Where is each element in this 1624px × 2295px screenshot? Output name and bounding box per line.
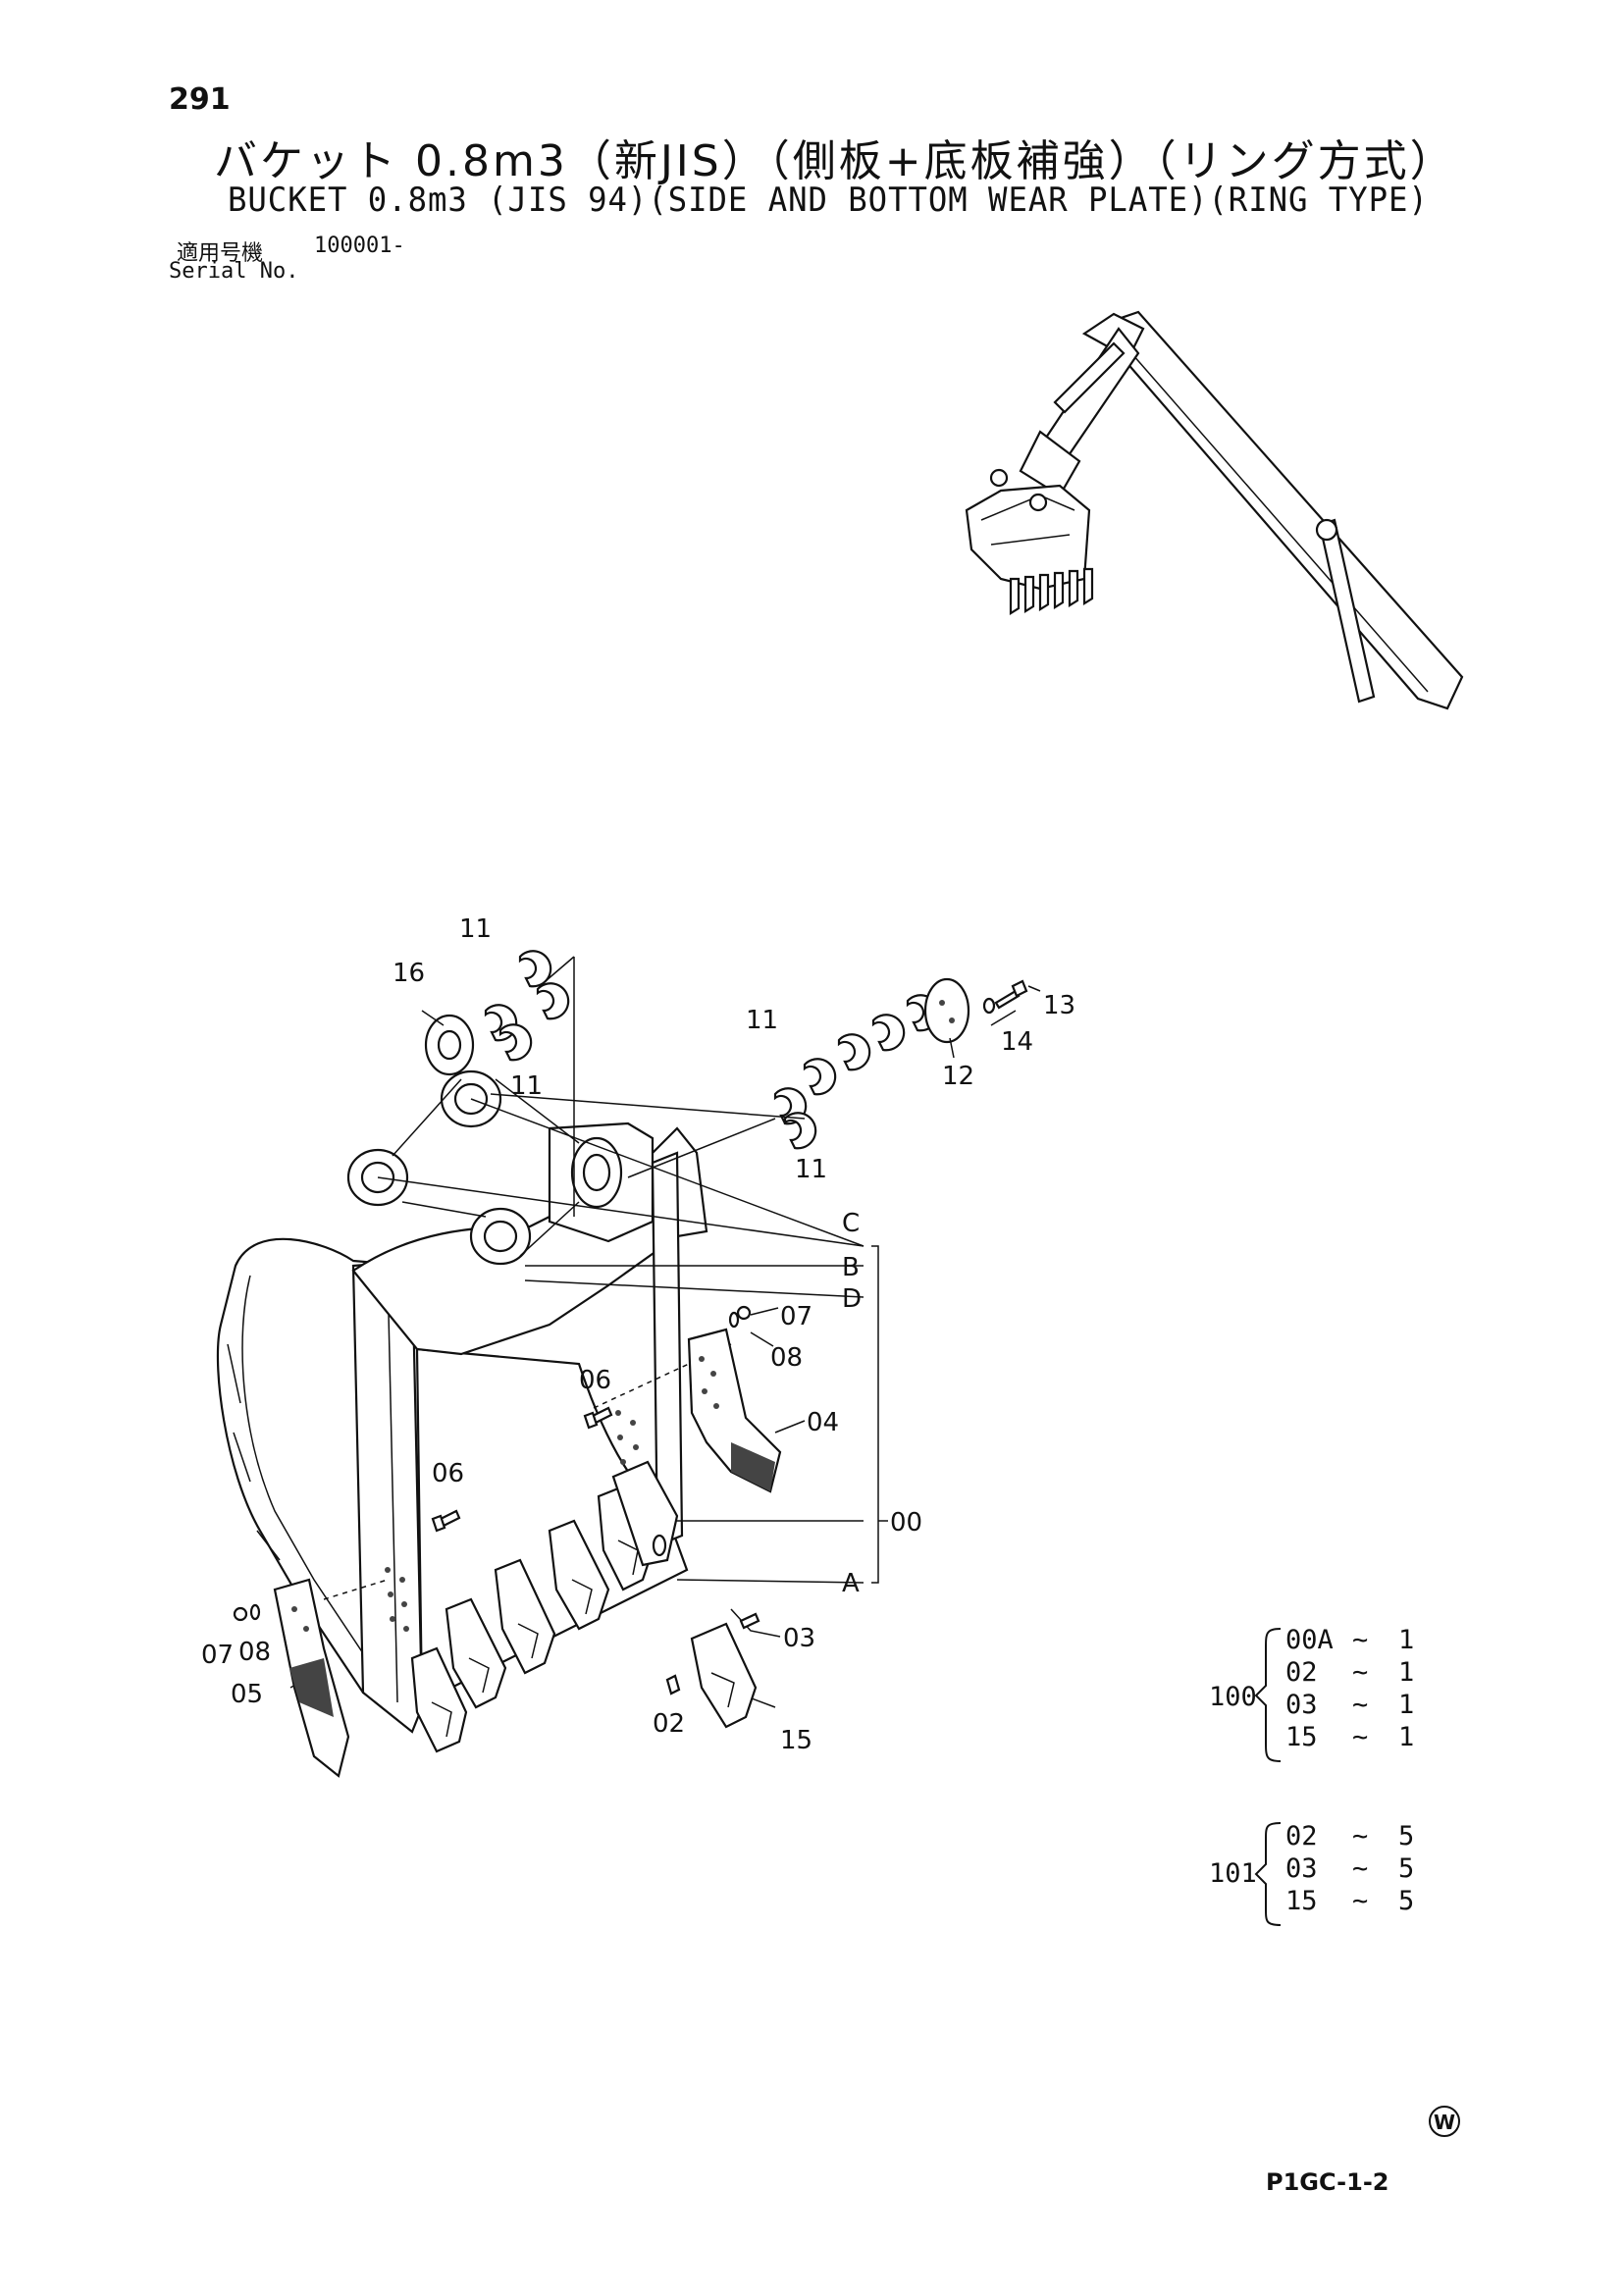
part-13-bolt (994, 979, 1028, 1010)
part-15-tooth-point (690, 1622, 758, 1729)
bucket-teeth (410, 1460, 679, 1753)
kit-tilde: ~ (1352, 1821, 1368, 1852)
callout-11: 11 (459, 914, 492, 944)
part-02-lock (665, 1674, 681, 1695)
kit-qty: 1 (1398, 1690, 1414, 1720)
callout-06: 06 (432, 1459, 464, 1488)
kit-number: 101 (1209, 1858, 1257, 1889)
callout-15: 15 (780, 1726, 812, 1755)
w-mark-letter: W (1434, 2111, 1455, 2134)
callout-C: C (842, 1209, 860, 1238)
tooth-adapter (611, 1460, 679, 1567)
part-06-bolt-lower (431, 1509, 461, 1533)
kit-part: 03 (1285, 1690, 1318, 1720)
kit-101: 101 02 ~ 5 03 ~ 5 15 ~ 5 (1209, 1821, 1414, 1926)
part-04-side-wear-plate (687, 1328, 782, 1493)
page-code: P1GC-1-2 (1266, 2168, 1389, 2196)
part-11-rings-upper (484, 950, 570, 1062)
kit-100: 100 00A ~ 1 02 ~ 1 03 ~ 1 15 ~ 1 (1209, 1625, 1414, 1762)
kit-part: 02 (1285, 1821, 1318, 1852)
kit-number: 100 (1209, 1682, 1257, 1712)
kit-tilde: ~ (1352, 1722, 1368, 1752)
callout-A: A (842, 1569, 860, 1598)
kit-part: 03 (1285, 1853, 1318, 1884)
callout-B: B (842, 1253, 860, 1282)
part-03-pin (739, 1612, 760, 1630)
kit-qty: 1 (1398, 1657, 1414, 1688)
part-06-bolt-upper (583, 1406, 613, 1430)
excavator-overview-illustration (965, 310, 1464, 710)
kit-part: 15 (1285, 1722, 1318, 1752)
leader-lines (289, 956, 1041, 1708)
kit-part: 02 (1285, 1657, 1318, 1688)
part-08-washer-upper (728, 1311, 740, 1329)
overview-bucket-teeth (1009, 567, 1094, 615)
kit-qty: 1 (1398, 1722, 1414, 1752)
title-english: BUCKET 0.8m3 (JIS 94)(SIDE AND BOTTOM WE… (228, 181, 1429, 220)
callout-04: 04 (807, 1408, 839, 1437)
kit-qty: 1 (1398, 1625, 1414, 1655)
kit-qty: 5 (1398, 1821, 1414, 1852)
callout-03: 03 (783, 1624, 815, 1653)
tooth (494, 1558, 556, 1675)
serial-label-japanese: 適用号機 (177, 241, 264, 266)
callout-D: D (842, 1284, 862, 1314)
callout-13: 13 (1043, 991, 1075, 1020)
kit-tilde: ~ (1352, 1690, 1368, 1720)
part-05-side-wear-plate (273, 1578, 350, 1778)
title-japanese: バケット 0.8m3（新JIS）（側板+底板補強）（リング方式） (214, 136, 1456, 186)
callout-12: 12 (942, 1062, 974, 1091)
kit-tilde: ~ (1352, 1657, 1368, 1688)
callout-14: 14 (1001, 1027, 1033, 1057)
kit-tilde: ~ (1352, 1886, 1368, 1916)
page-number: 291 (169, 82, 231, 117)
kit-tilde: ~ (1352, 1625, 1368, 1655)
part-08-washer-lower (249, 1603, 261, 1621)
callout-05: 05 (231, 1680, 263, 1709)
part-07-nut-upper (736, 1305, 752, 1321)
tooth (410, 1646, 468, 1753)
serial-number-value: 100001- (314, 234, 405, 258)
serial-label-english: Serial No. (169, 259, 299, 284)
part-14-washer (982, 997, 996, 1015)
kit-part: 15 (1285, 1886, 1318, 1916)
callout-07: 07 (780, 1302, 812, 1331)
kit-qty: 5 (1398, 1853, 1414, 1884)
w-mark: W (1429, 2106, 1460, 2137)
callout-07: 07 (201, 1641, 234, 1670)
tooth (445, 1597, 507, 1709)
part-11-rings-right (773, 994, 940, 1150)
callout-08: 08 (770, 1343, 803, 1373)
tooth (548, 1519, 610, 1631)
callout-11: 11 (795, 1155, 827, 1184)
part-12-plate (923, 977, 970, 1044)
part-07-nut-lower (233, 1606, 248, 1622)
kit-part: 00A (1285, 1625, 1334, 1655)
callout-16: 16 (393, 959, 425, 988)
kit-tilde: ~ (1352, 1853, 1368, 1884)
callout-08: 08 (238, 1638, 271, 1667)
callout-02: 02 (653, 1709, 685, 1739)
kit-qty: 5 (1398, 1886, 1414, 1916)
callout-11: 11 (746, 1006, 778, 1035)
part-16-plate (424, 1014, 475, 1076)
callout-06: 06 (579, 1366, 611, 1395)
bucket-assembly (216, 1069, 708, 1734)
callout-11: 11 (510, 1071, 543, 1101)
callout-00: 00 (890, 1508, 922, 1538)
